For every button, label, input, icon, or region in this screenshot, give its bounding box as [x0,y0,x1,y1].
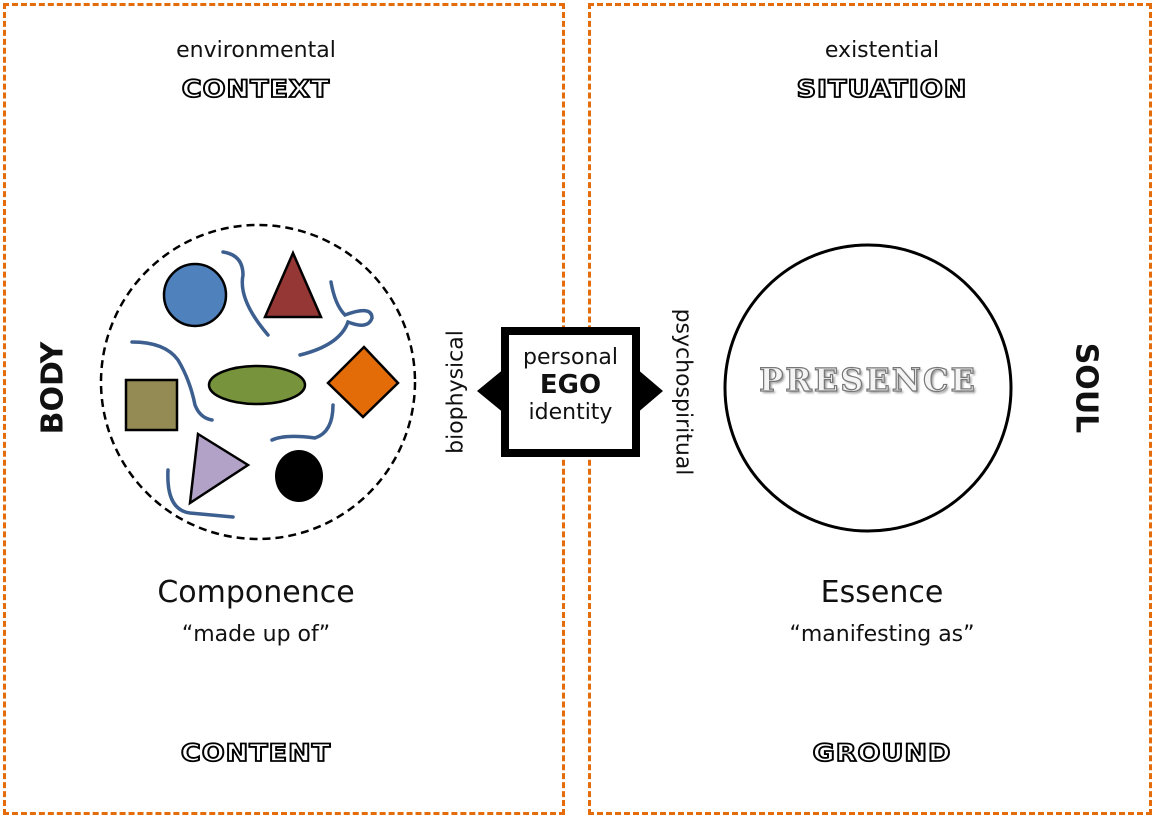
biophysical-label: biophysical [443,330,469,454]
ground-label: GROUND [812,739,952,769]
black-circle [275,450,323,502]
squiggle-line [166,468,235,519]
green-ellipse [207,364,307,406]
blue-circle [162,262,228,328]
essence-quote: “manifesting as” [789,622,975,647]
squiggle-line [270,403,335,442]
red-triangle [263,249,323,319]
componence-quote: “made up of” [181,622,331,647]
squiggle-line [221,250,270,337]
psychospiritual-label: psychospiritual [670,308,696,476]
olive-square [124,378,179,432]
content-label: CONTENT [180,739,332,769]
squiggle-line [130,340,214,422]
presence-label: PRESENCE [759,360,977,399]
situation-label: SITUATION [796,75,968,105]
right-arrow [636,368,663,414]
ego-box: personal EGO identity [501,327,640,457]
context-label: CONTEXT [181,75,331,105]
squiggle-line [298,280,374,357]
presence-circle [723,243,1013,533]
identity-label: identity [528,400,613,425]
existential-label: existential [824,38,940,63]
ego-label: EGO [539,370,602,400]
orange-diamond [326,345,400,419]
essence-label: Essence [820,575,944,610]
lilac-triangle [188,431,251,506]
left-arrow [477,368,505,414]
componence-dashed-circle [99,223,417,541]
componence-label: Componence [157,575,355,610]
environmental-label: environmental [176,38,336,63]
personal-label: personal [522,345,618,370]
